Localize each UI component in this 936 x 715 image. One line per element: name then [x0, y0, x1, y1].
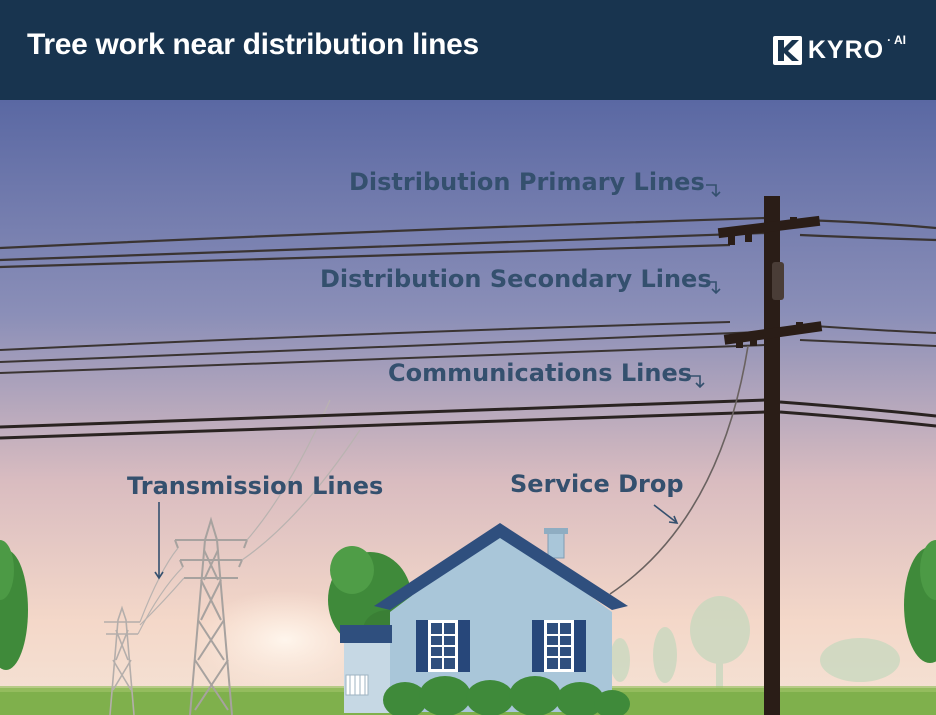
label-communications-lines: Communications Lines [388, 359, 692, 387]
label-arrows [154, 184, 721, 580]
label-distribution-primary-lines: Distribution Primary Lines [349, 168, 705, 196]
tree-right-edge [904, 540, 936, 663]
sun-glow [195, 590, 375, 690]
communications-lines [0, 398, 936, 440]
page-title: Tree work near distribution lines [27, 28, 479, 61]
window-right [532, 620, 586, 672]
transmission-wires [137, 399, 361, 635]
utility-pole [717, 196, 823, 715]
label-service-drop: Service Drop [510, 470, 684, 498]
tree-left-edge [0, 540, 28, 670]
label-transmission-lines: Transmission Lines [127, 472, 383, 500]
house [340, 523, 630, 715]
transmission-tower-large [174, 516, 248, 715]
background-trees [610, 596, 900, 690]
transformer [772, 262, 784, 300]
transmission-tower-small [104, 605, 140, 715]
window-left [416, 620, 470, 672]
brand-suffix: · AI [887, 33, 906, 47]
shrubs [383, 676, 630, 715]
illustration: Distribution Primary Lines Distribution … [0, 100, 936, 715]
header-bar: Tree work near distribution lines KYRO ·… [0, 0, 936, 100]
brand-name: KYRO [807, 35, 885, 64]
kyro-logo-icon [772, 35, 802, 65]
label-distribution-secondary-lines: Distribution Secondary Lines [320, 265, 712, 293]
primary-lines [0, 216, 936, 269]
brand-logo: KYRO · AI [772, 33, 906, 66]
secondary-lines [0, 321, 936, 374]
service-drop-line [609, 345, 749, 595]
